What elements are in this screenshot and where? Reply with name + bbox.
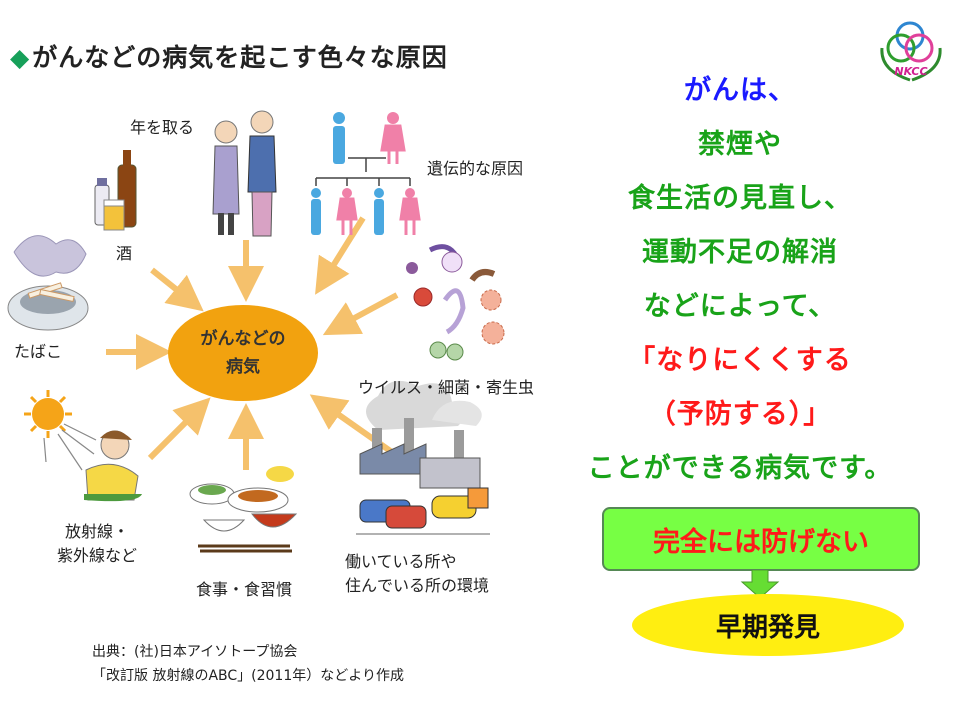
cause-radiation-line1: 放射線・	[65, 522, 130, 541]
cause-age-label: 年を取る	[130, 118, 195, 137]
nkcc-logo: NKCC	[880, 21, 942, 82]
logo-text: NKCC	[894, 65, 927, 78]
center-label-line2: 病気	[226, 357, 260, 377]
center-disease-bubble: がんなどの 病気	[168, 305, 318, 401]
family-tree-icon	[311, 112, 421, 235]
message-line-4: 運動不足の解消	[642, 237, 838, 268]
source-line1: 出典：(社)日本アイソトープ協会	[92, 644, 298, 660]
diamond-bullet-icon: ◆	[10, 43, 31, 72]
message-line-8: ことができる病気です。	[587, 453, 893, 484]
down-arrow-icon	[740, 570, 780, 598]
message-line-6: 「なりにくくする	[628, 345, 852, 376]
source-line2: 「改訂版 放射線のABC」(2011年）などより作成	[92, 668, 404, 684]
sun-person-icon	[24, 390, 142, 502]
page-title: ◆がんなどの病気を起こす色々な原因	[10, 43, 448, 72]
elderly-couple-icon	[212, 110, 277, 237]
cause-genetic-label: 遺伝的な原因	[427, 159, 524, 178]
message-line-3: 食生活の見直し、	[628, 183, 852, 214]
factory-traffic-icon	[356, 380, 490, 535]
ashtray-icon	[7, 235, 89, 331]
arrow-virus	[322, 292, 399, 336]
cannot-prevent-box: 完全には防げない	[602, 507, 920, 571]
cause-tobacco-label: たばこ	[14, 342, 63, 361]
cause-virus-label: ウイルス・細菌・寄生虫	[358, 378, 535, 397]
center-label-line1: がんなどの	[200, 329, 286, 349]
cause-radiation-label: 放射線・ 紫外線など	[57, 520, 137, 568]
message-line-7: （予防する）」	[648, 399, 832, 430]
alcohol-icon	[94, 150, 137, 231]
message-line-2: 禁煙や	[698, 129, 782, 160]
arrow-alcohol	[150, 267, 204, 312]
cause-environment-line2: 住んでいる所の環境	[345, 576, 490, 595]
arrow-radiation	[147, 397, 211, 461]
meal-icon	[189, 466, 298, 553]
cause-environment-line1: 働いている所や	[345, 552, 457, 571]
cause-radiation-line2: 紫外線など	[57, 546, 138, 565]
cause-diet-label: 食事・食習慣	[196, 580, 293, 599]
arrow-environment	[309, 394, 398, 458]
cause-environment-label: 働いている所や 住んでいる所の環境	[345, 550, 489, 598]
diagram-canvas	[7, 110, 505, 553]
message-line-1: がんは、	[684, 75, 796, 106]
message-line-5: などによって、	[643, 291, 837, 322]
source-citation: 出典：(社)日本アイソトープ協会 「改訂版 放射線のABC」(2011年）などよ…	[92, 640, 404, 688]
cause-alcohol-label: 酒	[116, 244, 133, 263]
arrow-genetic	[315, 216, 366, 295]
early-detection-oval: 早期発見	[632, 594, 904, 656]
virus-bacteria-icon	[406, 244, 505, 361]
